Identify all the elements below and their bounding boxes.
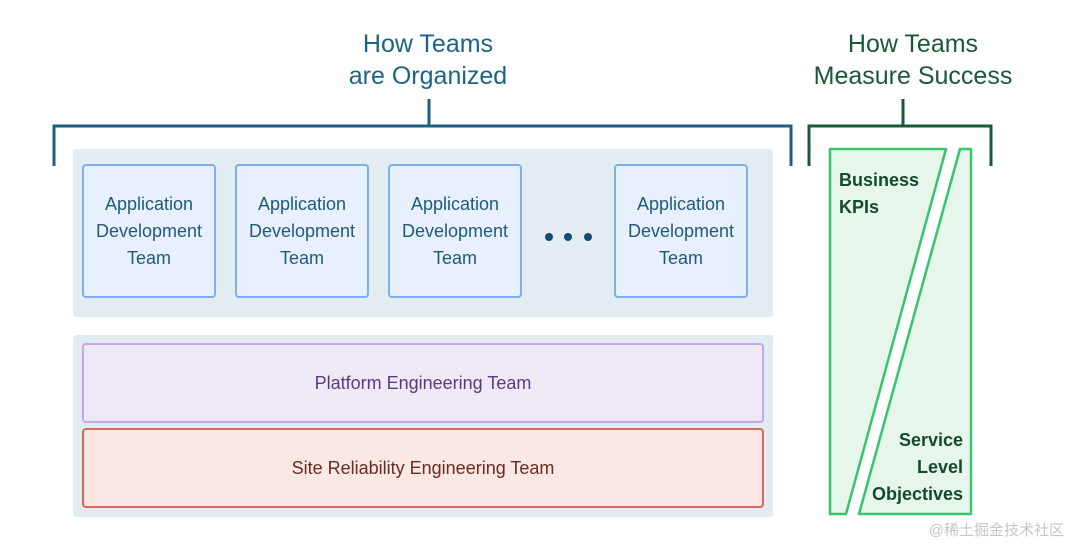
teams-measure-heading: How Teams Measure Success xyxy=(790,28,1036,92)
business-kpis-line-2: KPIs xyxy=(839,197,880,217)
business-kpis-shape xyxy=(828,147,948,516)
app-card-line: Development xyxy=(95,220,203,241)
business-kpis-line-1: Business xyxy=(839,170,920,190)
teams-measure-heading-line-2: Measure Success xyxy=(813,62,1013,90)
app-card-line: Application xyxy=(104,193,194,214)
app-card-line: Team xyxy=(279,247,324,268)
app-dev-team-card: Application Development Team xyxy=(614,164,748,298)
app-card-line: Team xyxy=(126,247,171,268)
slo-line-2: Level xyxy=(916,457,963,477)
app-card-line: Application xyxy=(257,193,347,214)
teams-organized-heading-line-1: How Teams xyxy=(362,30,494,58)
slo-label: Service Level Objectives xyxy=(872,427,963,508)
app-dev-team-card: Application Development Team xyxy=(82,164,216,298)
ellipsis-dot xyxy=(545,233,553,241)
app-dev-team-card: Application Development Team xyxy=(235,164,369,298)
ellipsis-dot xyxy=(564,233,572,241)
business-kpis-label: Business KPIs xyxy=(839,167,919,221)
app-dev-team-card: Application Development Team xyxy=(388,164,522,298)
app-card-line: Development xyxy=(627,220,735,241)
app-card-line: Team xyxy=(432,247,477,268)
platform-engineering-team: Platform Engineering Team xyxy=(82,343,764,423)
app-card-line: Team xyxy=(658,247,703,268)
app-card-line: Application xyxy=(636,193,726,214)
app-card-line: Development xyxy=(248,220,356,241)
slo-line-3: Objectives xyxy=(871,484,963,504)
teams-organized-heading: How Teams are Organized xyxy=(290,28,566,92)
slo-shape xyxy=(857,147,973,516)
watermark: @稀土掘金技术社区 xyxy=(928,522,1064,539)
ellipsis-dot xyxy=(584,233,592,241)
sre-team: Site Reliability Engineering Team xyxy=(82,428,764,508)
organized-bracket xyxy=(52,99,793,166)
app-card-line: Application xyxy=(410,193,500,214)
app-card-line: Development xyxy=(401,220,509,241)
teams-measure-heading-line-1: How Teams xyxy=(847,30,979,58)
measure-bracket xyxy=(807,99,993,166)
teams-organized-heading-line-2: are Organized xyxy=(348,62,508,90)
slo-line-1: Service xyxy=(898,430,963,450)
